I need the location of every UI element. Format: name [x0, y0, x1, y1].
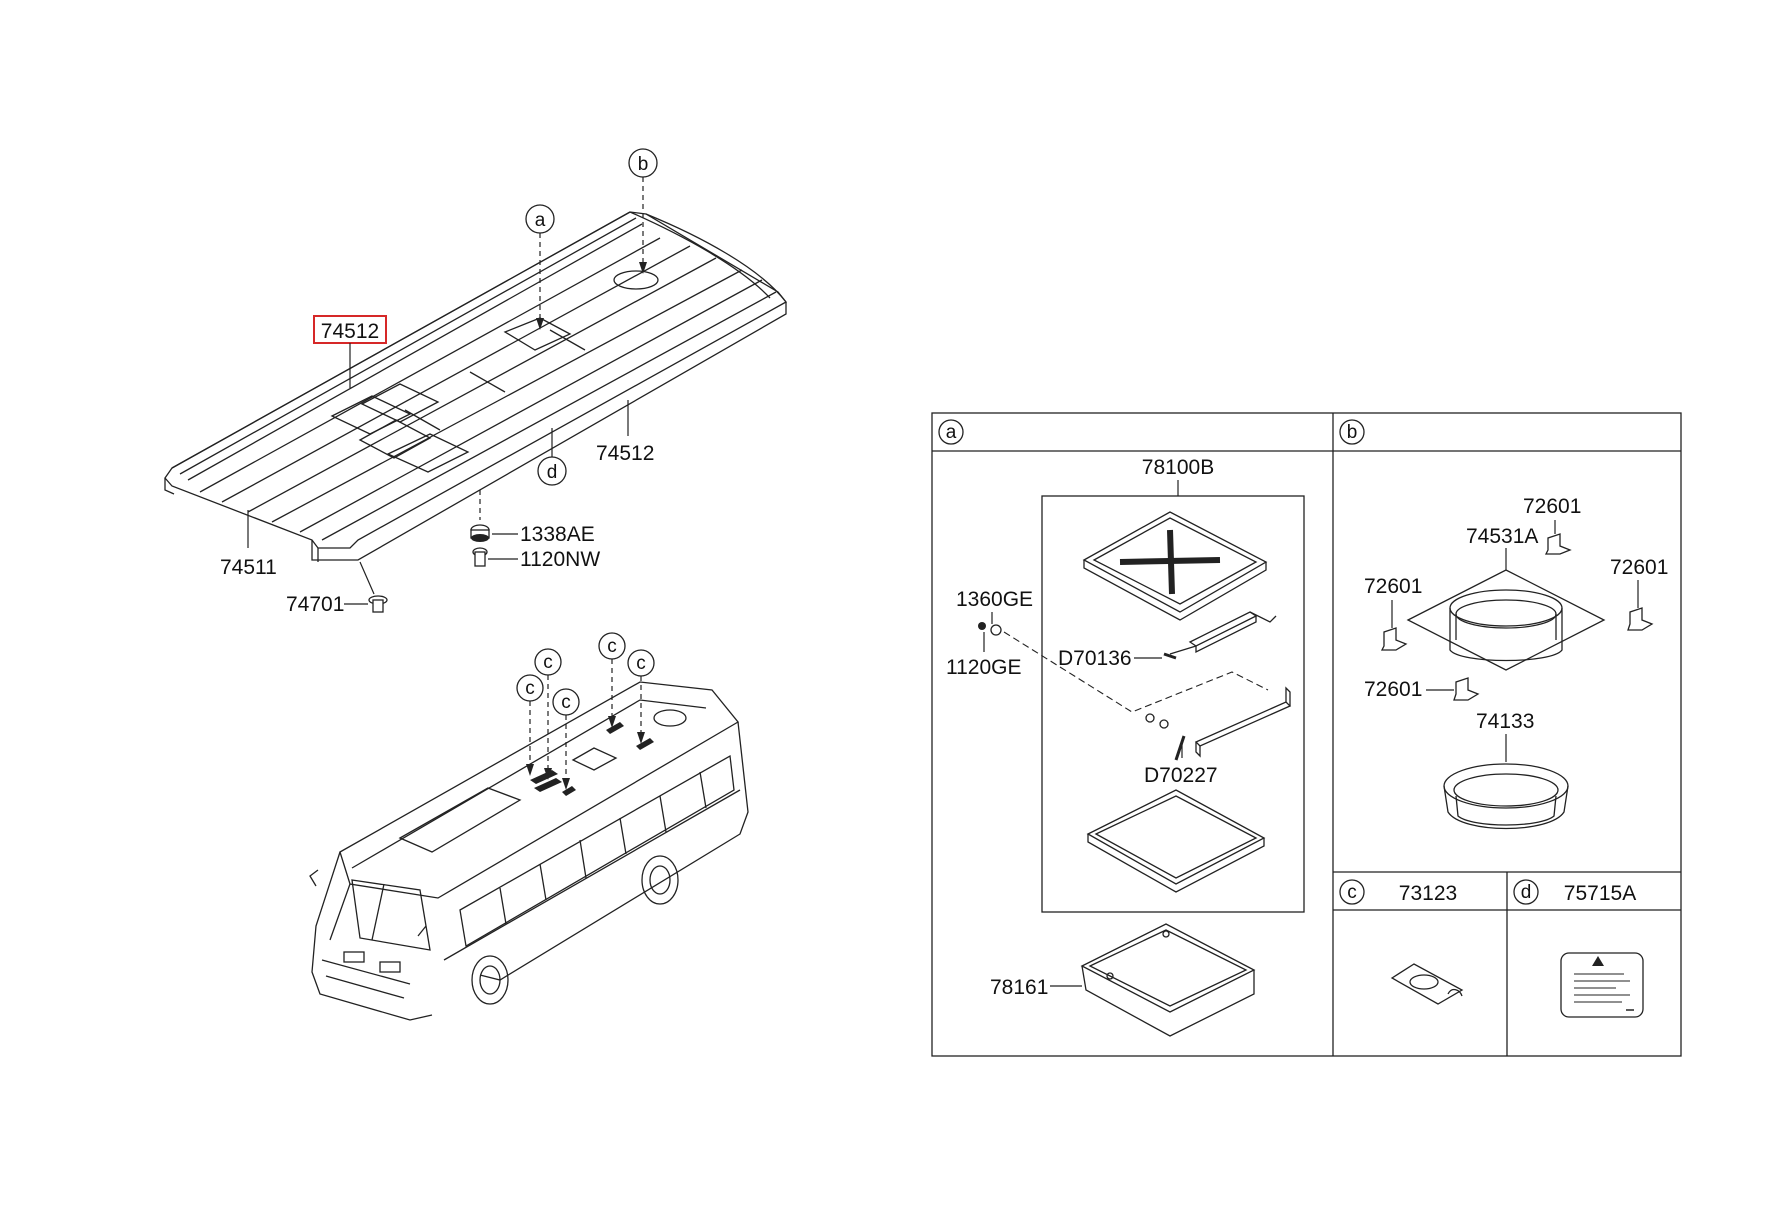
part-label-72601-right[interactable]: 72601: [1610, 556, 1668, 608]
part-label-74701[interactable]: 74701: [286, 593, 368, 616]
part-label-74531a[interactable]: 74531A: [1466, 525, 1538, 570]
highlighted-part-label[interactable]: 74512: [313, 315, 387, 388]
svg-text:72601: 72601: [1364, 575, 1422, 598]
svg-text:75715A: 75715A: [1564, 882, 1636, 905]
svg-text:c: c: [607, 636, 617, 657]
part-label-78161[interactable]: 78161: [990, 976, 1082, 999]
callout-b-roof: b: [628, 148, 658, 274]
part-label-d70136[interactable]: D70136: [1058, 647, 1162, 670]
bus-callout-c-1: c: [516, 674, 544, 776]
callout-d-roof: d: [537, 428, 567, 486]
trim-frame-drawing: [1080, 923, 1256, 1037]
screw-1360ge-icon: [978, 622, 1002, 636]
svg-text:d: d: [1521, 882, 1532, 903]
bracket-icon-bottom: [1453, 677, 1480, 701]
nut-icon: [470, 490, 490, 542]
svg-text:D70227: D70227: [1144, 764, 1218, 787]
part-label-72601-left[interactable]: 72601: [1364, 575, 1422, 628]
svg-text:74701: 74701: [286, 593, 344, 616]
svg-text:b: b: [638, 154, 649, 175]
clip-icon: [359, 561, 388, 613]
svg-text:a: a: [946, 422, 957, 443]
seal-frame-drawing: [1086, 789, 1266, 893]
pin-d70136-icon: [1163, 652, 1177, 660]
callout-a-roof: a: [525, 204, 555, 330]
bracket-icon-right: [1627, 607, 1654, 631]
svg-text:1360GE: 1360GE: [956, 588, 1033, 611]
svg-text:c: c: [543, 652, 553, 673]
bus-drawing: [309, 681, 749, 1021]
part-label-74512-right[interactable]: 74512: [596, 400, 654, 465]
svg-text:74511: 74511: [220, 556, 277, 579]
part-label-72601-bottom[interactable]: 72601: [1364, 678, 1454, 701]
duct-drawing: [1406, 569, 1606, 671]
svg-text:D70136: D70136: [1058, 647, 1132, 670]
bus-callout-c-4: c: [598, 632, 626, 728]
gasket-73123-drawing: [1390, 963, 1464, 1005]
svg-text:72601: 72601: [1364, 678, 1422, 701]
svg-text:72601: 72601: [1523, 495, 1581, 518]
part-label-74133[interactable]: 74133: [1476, 710, 1534, 762]
svg-text:72601: 72601: [1610, 556, 1668, 579]
bracket-icon-left: [1380, 627, 1408, 651]
svg-text:1120NW: 1120NW: [520, 548, 600, 571]
panel-a-header: a: [938, 419, 964, 445]
assembly-dashed-guides: [1003, 631, 1269, 713]
svg-text:c: c: [561, 692, 571, 713]
bracket-icon-top: [1544, 533, 1572, 555]
hinge-arm-drawing: [1145, 686, 1292, 761]
bus-roof-marks: [530, 722, 654, 796]
svg-text:78161: 78161: [990, 976, 1048, 999]
svg-text:1338AE: 1338AE: [520, 523, 595, 546]
svg-text:a: a: [535, 210, 546, 231]
svg-text:74512: 74512: [321, 320, 379, 343]
bus-callout-c-5: c: [627, 649, 655, 744]
roof-panel-drawing: [164, 211, 787, 562]
svg-text:74512: 74512: [596, 442, 654, 465]
part-label-75715a[interactable]: 75715A: [1564, 882, 1636, 905]
assembly-78100b-box: [1041, 495, 1305, 913]
hinge-bar-drawing: [1169, 611, 1277, 655]
svg-text:c: c: [525, 678, 535, 699]
bolt-icon: [472, 547, 488, 567]
svg-text:73123: 73123: [1399, 882, 1457, 905]
detail-table: [931, 412, 1682, 1057]
panel-c-header: c: [1339, 879, 1365, 905]
part-label-72601-top[interactable]: 72601: [1523, 495, 1581, 534]
part-label-1338ae[interactable]: 1338AE: [492, 523, 595, 546]
part-label-d70227[interactable]: D70227: [1144, 740, 1218, 787]
hatch-lid-drawing: [1082, 511, 1268, 621]
panel-b-header: b: [1339, 419, 1365, 445]
warning-label-75715a-drawing: [1560, 952, 1644, 1018]
svg-text:78100B: 78100B: [1142, 456, 1214, 479]
svg-text:1120GE: 1120GE: [946, 656, 1022, 679]
part-label-1360ge[interactable]: 1360GE: [956, 588, 1033, 624]
svg-text:74133: 74133: [1476, 710, 1534, 733]
svg-text:b: b: [1347, 422, 1358, 443]
ring-drawing: [1443, 763, 1569, 830]
panel-d-header: d: [1513, 879, 1539, 905]
part-label-73123[interactable]: 73123: [1399, 882, 1457, 905]
part-label-74511[interactable]: 74511: [220, 510, 277, 579]
part-label-78100b[interactable]: 78100B: [1142, 456, 1214, 496]
bus-callout-c-3: c: [552, 688, 580, 790]
svg-text:c: c: [1347, 882, 1357, 903]
svg-text:74531A: 74531A: [1466, 525, 1538, 548]
part-label-1120nw[interactable]: 1120NW: [488, 548, 600, 571]
svg-text:c: c: [636, 653, 646, 674]
part-label-1120ge[interactable]: 1120GE: [946, 632, 1022, 679]
svg-text:d: d: [547, 462, 558, 483]
bus-callout-c-2: c: [534, 648, 562, 780]
